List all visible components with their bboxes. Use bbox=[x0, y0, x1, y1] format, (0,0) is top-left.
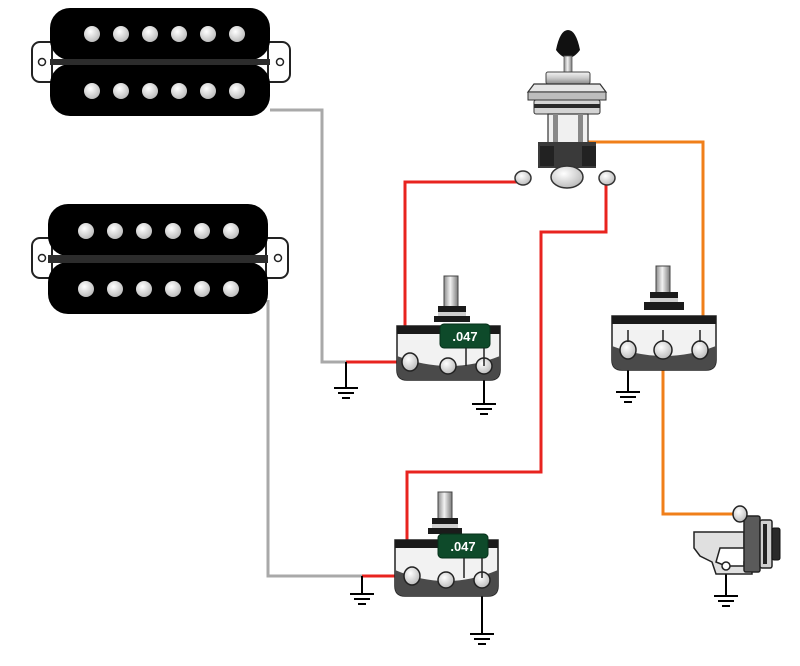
pole-piece bbox=[223, 223, 239, 239]
capacitor-icon: .047 bbox=[437, 533, 489, 578]
pole-piece bbox=[113, 83, 129, 99]
pole-piece bbox=[194, 223, 210, 239]
pole-piece bbox=[200, 83, 216, 99]
pole-piece bbox=[165, 223, 181, 239]
pole-piece bbox=[113, 26, 129, 42]
pole-piece bbox=[200, 26, 216, 42]
red-wire-switch-right bbox=[405, 182, 608, 572]
capacitor-label: .047 bbox=[452, 329, 477, 344]
pole-piece bbox=[171, 26, 187, 42]
pole-piece bbox=[194, 281, 210, 297]
gray-wire-neck bbox=[270, 108, 405, 364]
ground-symbol-icon bbox=[350, 593, 374, 605]
ground-symbol-icon bbox=[470, 633, 494, 645]
ground-symbol-icon bbox=[472, 403, 496, 415]
capacitor-label: .047 bbox=[450, 539, 475, 554]
orange-wire-jack bbox=[661, 352, 740, 516]
wires bbox=[266, 108, 740, 634]
humbucker-pickup-icon bbox=[31, 8, 291, 116]
toggle-switch-icon bbox=[514, 30, 616, 189]
pole-piece bbox=[229, 83, 245, 99]
pole-piece bbox=[142, 83, 158, 99]
pole-piece bbox=[107, 281, 123, 297]
potentiometer-icon bbox=[611, 265, 717, 371]
ground-symbol-icon bbox=[616, 391, 640, 403]
pole-piece bbox=[107, 223, 123, 239]
pole-piece bbox=[165, 281, 181, 297]
pole-piece bbox=[78, 223, 94, 239]
humbucker-pickup-icon bbox=[31, 204, 289, 314]
capacitor-icon: .047 bbox=[439, 323, 491, 366]
pole-piece bbox=[136, 223, 152, 239]
pole-piece bbox=[223, 281, 239, 297]
pole-pieces bbox=[78, 26, 245, 297]
ground-symbols bbox=[334, 387, 738, 645]
pole-piece bbox=[84, 83, 100, 99]
pole-piece bbox=[171, 83, 187, 99]
pole-piece bbox=[78, 281, 94, 297]
pole-piece bbox=[229, 26, 245, 42]
ground-symbol-icon bbox=[714, 595, 738, 607]
gray-wire-bridge bbox=[266, 300, 412, 578]
pole-piece bbox=[142, 26, 158, 42]
pole-piece bbox=[136, 281, 152, 297]
pole-piece bbox=[84, 26, 100, 42]
output-jack-icon bbox=[693, 505, 781, 575]
ground-symbol-icon bbox=[334, 387, 358, 399]
red-wire-switch-left bbox=[403, 180, 522, 356]
